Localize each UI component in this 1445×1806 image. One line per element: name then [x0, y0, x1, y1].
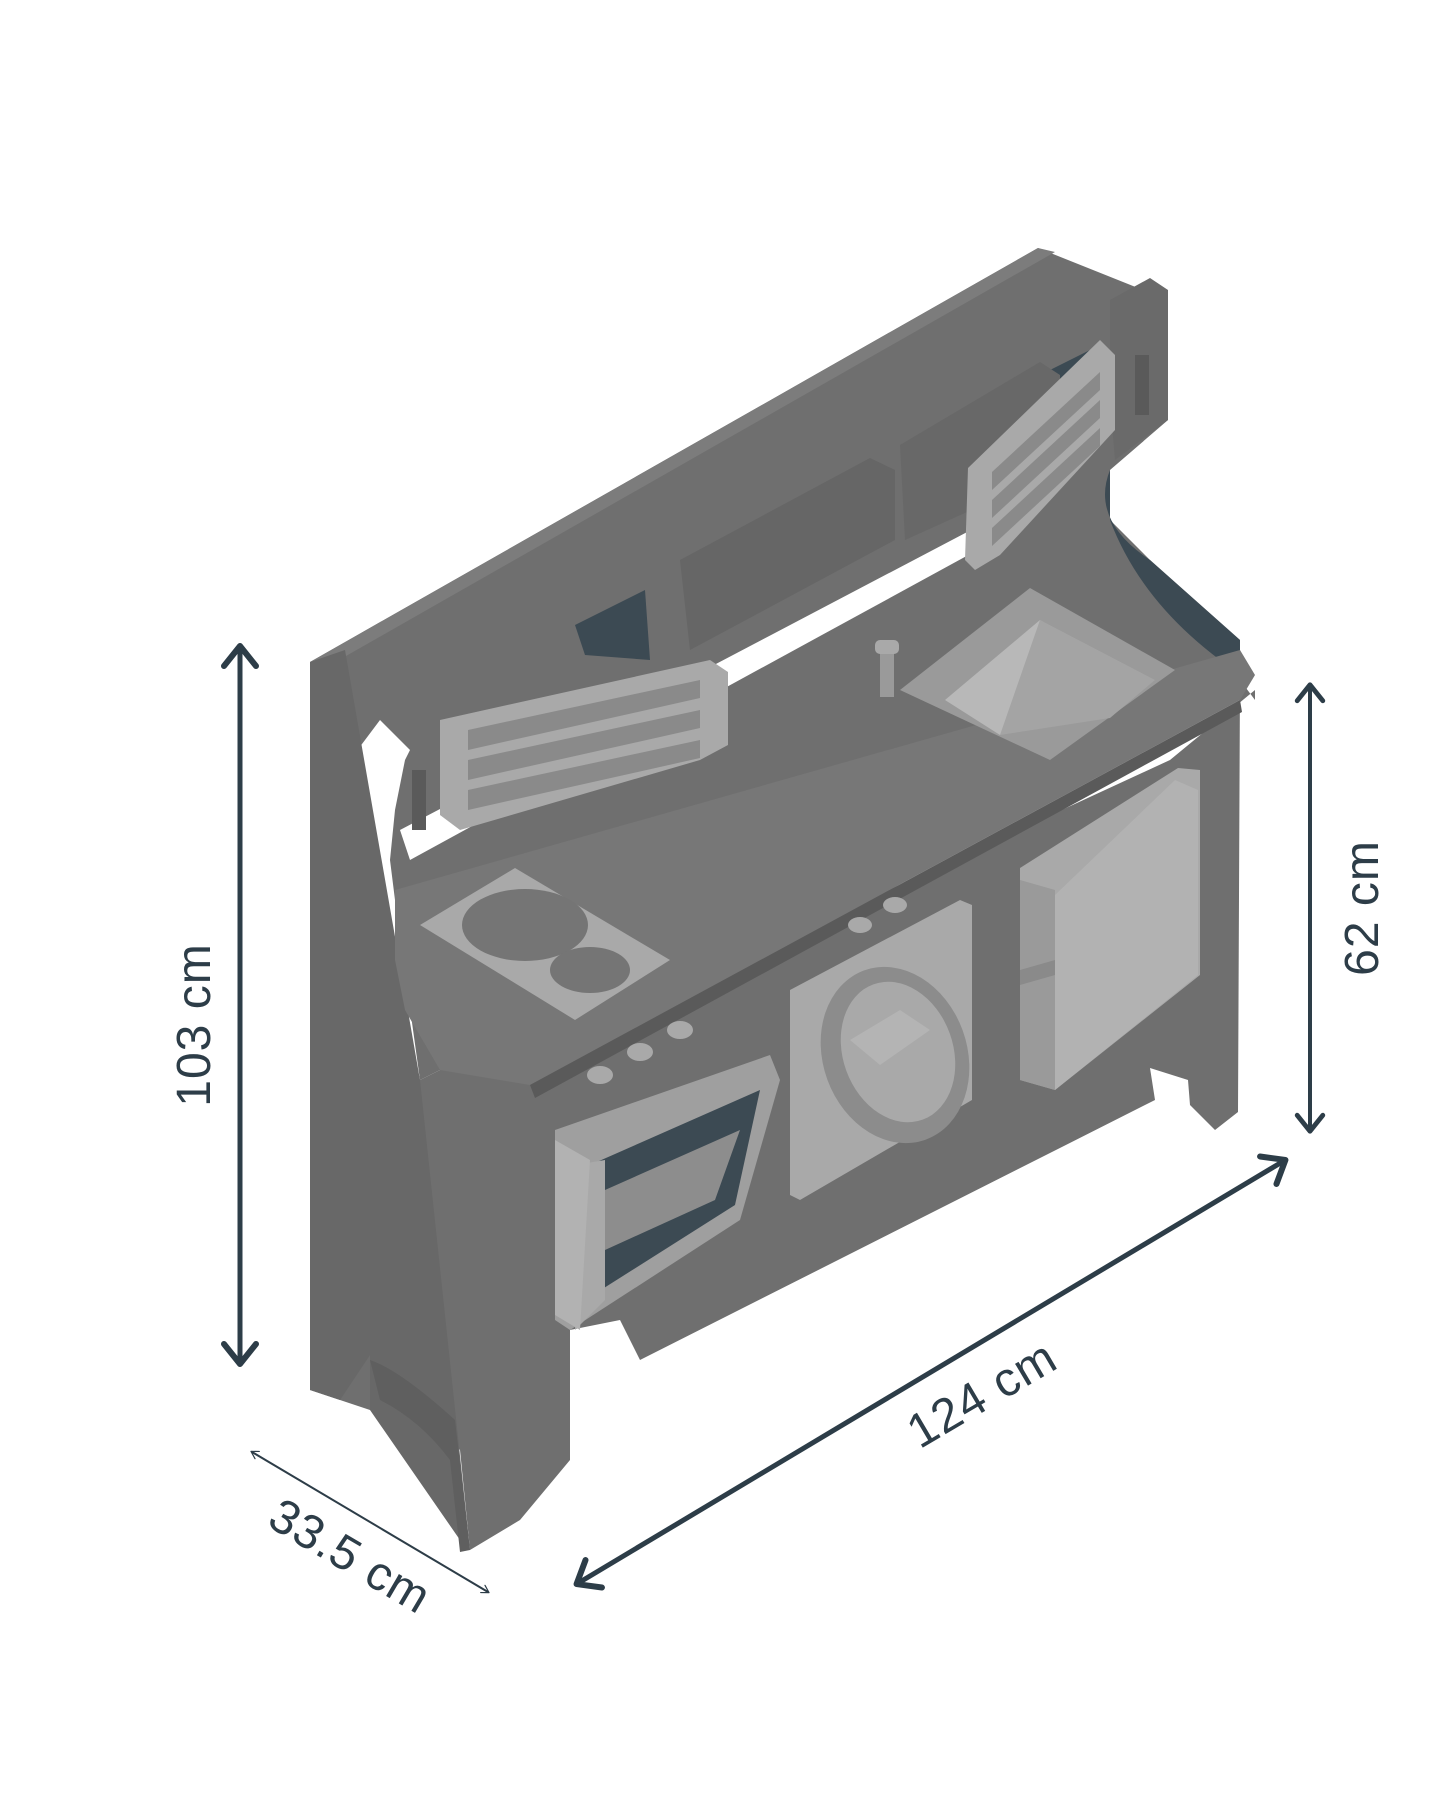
label-width: 124 cm	[898, 1330, 1066, 1459]
oven-knobs	[587, 897, 907, 1084]
lower-cabinet	[310, 650, 1255, 1552]
arrow-depth	[250, 1450, 490, 1594]
arrow-width	[573, 1153, 1289, 1591]
range-hood-right	[965, 340, 1149, 570]
hob-burner-large	[462, 889, 588, 961]
dimension-height-counter: 62 cm	[1294, 682, 1389, 1134]
dimension-height-total: 103 cm	[168, 643, 259, 1367]
hob	[420, 868, 670, 1020]
shelf-cubby-left	[575, 590, 650, 660]
fridge	[1020, 768, 1200, 1090]
washing-machine	[790, 900, 972, 1200]
sink	[875, 588, 1175, 760]
play-kitchen-illustration	[310, 248, 1255, 1552]
label-height-counter: 62 cm	[1336, 840, 1389, 976]
range-hood-left	[412, 660, 728, 830]
hob-burner-small	[550, 947, 630, 993]
label-height-total: 103 cm	[168, 943, 221, 1106]
faucet	[880, 645, 894, 697]
